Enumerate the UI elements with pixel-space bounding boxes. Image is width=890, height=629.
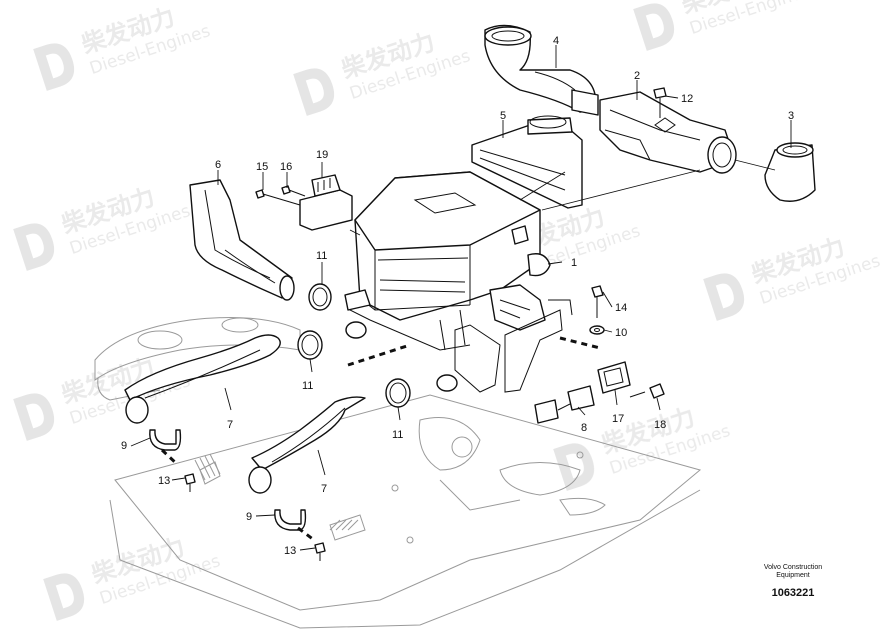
callout-3: 3 bbox=[788, 110, 794, 122]
clip-bracket bbox=[274, 509, 307, 531]
hose-clamp bbox=[297, 330, 323, 360]
callout-16: 16 bbox=[280, 161, 292, 173]
watermark-logo: 柴发动力 Diesel-Engines bbox=[13, 183, 193, 271]
callout-9: 9 bbox=[121, 440, 127, 452]
washer-part-10 bbox=[589, 325, 605, 335]
watermark-logo: 柴发动力 Diesel-Engines bbox=[703, 233, 883, 321]
callout-15: 15 bbox=[256, 161, 268, 173]
callout-7: 7 bbox=[227, 419, 233, 431]
callout-13: 13 bbox=[158, 475, 170, 487]
manufacturer-line-1: Volvo Construction bbox=[763, 564, 823, 571]
leader-lines bbox=[130, 45, 792, 551]
callout-11: 11 bbox=[392, 429, 403, 441]
drawing-footer: Volvo Construction Equipment 1063221 bbox=[740, 564, 846, 599]
watermark-layer: 柴发动力 Diesel-Engines 柴发动力 Diesel-Engines … bbox=[13, 0, 883, 621]
hose-upper bbox=[124, 334, 281, 424]
callout-9: 9 bbox=[246, 511, 252, 523]
watermark-logo: 柴发动力 Diesel-Engines bbox=[293, 28, 473, 116]
watermark-logo: 柴发动力 Diesel-Engines bbox=[13, 353, 193, 441]
screw-part-18 bbox=[629, 383, 665, 399]
callout-4: 4 bbox=[553, 35, 559, 47]
bolt-part-14 bbox=[591, 285, 604, 318]
bolt-part-13 bbox=[184, 473, 196, 492]
cab-floor-outline bbox=[94, 317, 702, 629]
callout-7: 7 bbox=[321, 483, 327, 495]
bolt-part-13 bbox=[314, 542, 326, 561]
callout-13: 13 bbox=[284, 545, 296, 557]
air-outlet bbox=[764, 142, 816, 202]
sensor-part-8 bbox=[534, 385, 595, 424]
callout-19: 19 bbox=[316, 149, 328, 161]
callout-labels: 4 2 12 3 5 6 15 16 19 1 11 14 10 11 11 7… bbox=[121, 35, 794, 557]
assembly-lines bbox=[160, 159, 776, 542]
manufacturer-line-2: Equipment bbox=[776, 572, 810, 579]
callout-14: 14 bbox=[615, 302, 627, 314]
callout-2: 2 bbox=[634, 70, 640, 82]
callout-8: 8 bbox=[581, 422, 587, 434]
air-duct-side bbox=[189, 179, 295, 301]
bolt-part-15 bbox=[255, 189, 301, 206]
plate-part-17 bbox=[597, 361, 631, 394]
callout-11: 11 bbox=[302, 380, 313, 392]
callout-1: 1 bbox=[571, 257, 577, 269]
clip-bracket bbox=[149, 429, 182, 451]
hose-lower bbox=[248, 396, 366, 494]
watermark-logo: 柴发动力 Diesel-Engines bbox=[43, 533, 223, 621]
callout-11: 11 bbox=[316, 250, 327, 262]
watermark-logo: 柴发动力 Diesel-Engines bbox=[633, 0, 813, 51]
air-duct-rear bbox=[599, 91, 737, 174]
callout-10: 10 bbox=[615, 327, 627, 339]
air-duct-middle bbox=[471, 115, 583, 209]
bolt-part-16 bbox=[281, 185, 306, 197]
watermark-logo: 柴发动力 Diesel-Engines bbox=[33, 3, 213, 91]
air-duct-upper bbox=[484, 24, 599, 116]
bracket-part-19 bbox=[299, 174, 353, 231]
hose-clamp bbox=[385, 378, 411, 408]
callout-6: 6 bbox=[215, 159, 221, 171]
drawing-number: 1063221 bbox=[771, 587, 815, 599]
hose-clamp bbox=[308, 283, 332, 311]
callout-18: 18 bbox=[654, 419, 666, 431]
callout-17: 17 bbox=[612, 413, 624, 425]
callout-12: 12 bbox=[681, 93, 693, 105]
heater-unit bbox=[344, 171, 573, 393]
callout-5: 5 bbox=[500, 110, 506, 122]
